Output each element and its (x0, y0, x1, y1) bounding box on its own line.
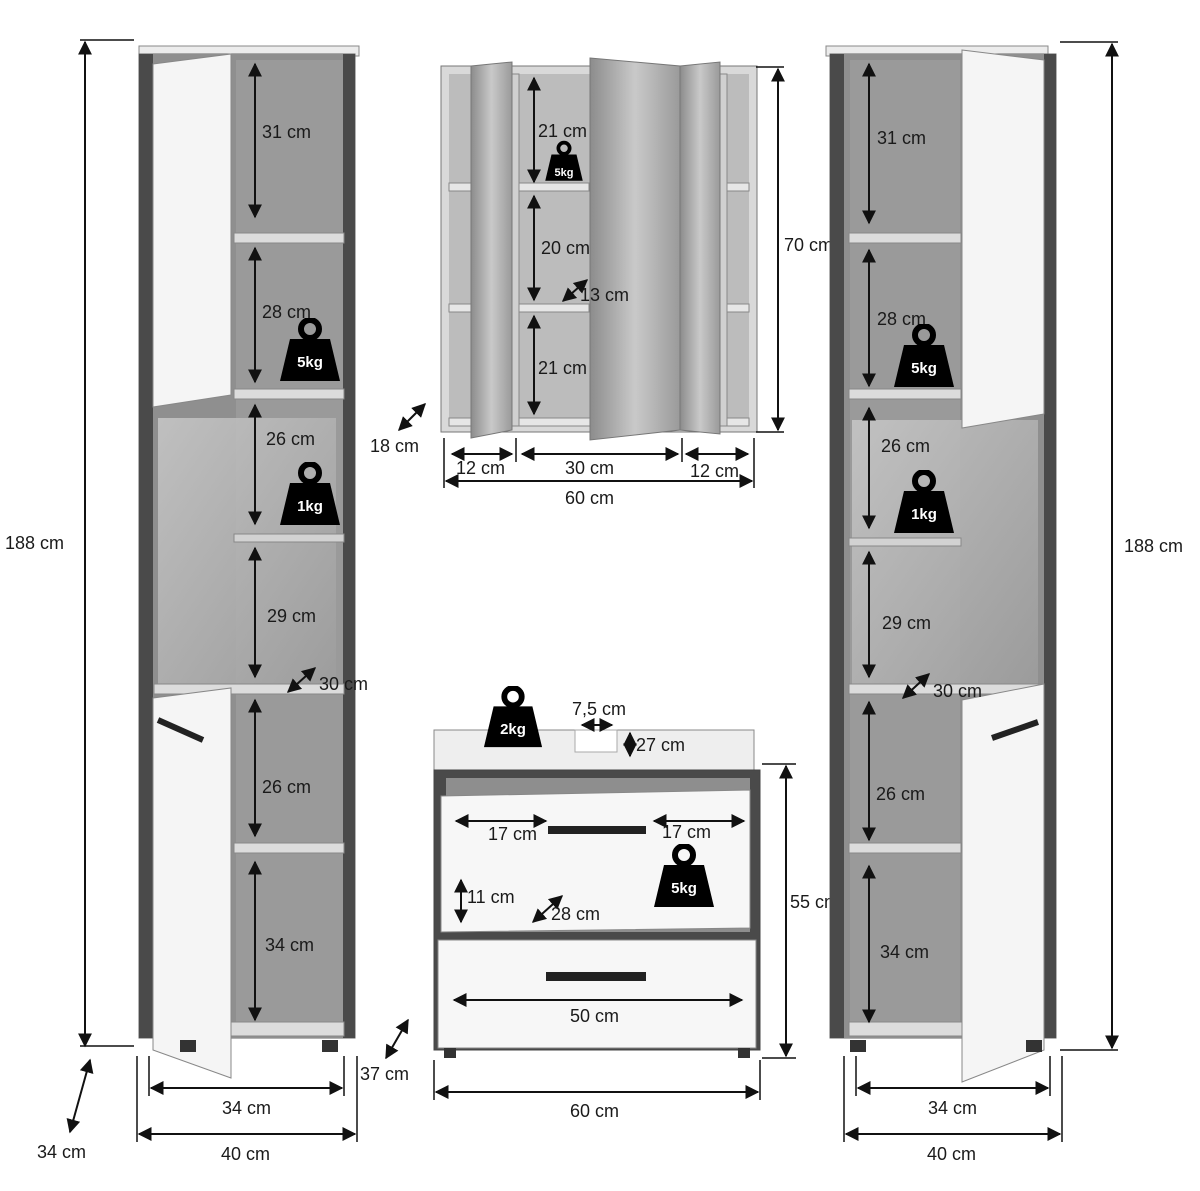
right-weight-1kg: 1kg (894, 472, 954, 533)
left-shelf-depth-label: 30 cm (319, 674, 368, 694)
left-height-label: 188 cm (5, 533, 64, 553)
mirror-cabinet-arrows (398, 66, 785, 488)
right-shelf-label-5: 26 cm (876, 784, 925, 804)
mirror-depth-label: 18 cm (370, 436, 419, 456)
left-shelf-arrows (66, 39, 358, 1142)
sink-hole-width-label: 7,5 cm (572, 699, 626, 719)
mirror-shelf-label-3: 21 cm (538, 358, 587, 378)
vanity-weight-2kg: 2kg (484, 688, 542, 747)
right-shelf-label-6: 34 cm (880, 942, 929, 962)
left-weight-5kg: 5kg (280, 320, 340, 381)
left-shelf-label-1: 31 cm (262, 122, 311, 142)
svg-text:5kg: 5kg (671, 880, 697, 897)
drawer-left-label: 17 cm (488, 824, 537, 844)
vanity-width-label: 60 cm (570, 1101, 619, 1121)
right-inner-width-label: 34 cm (928, 1098, 977, 1118)
bottom-drawer-width-label: 50 cm (570, 1006, 619, 1026)
vanity-unit-arrows (385, 718, 796, 1100)
mirror-weight-5kg: 5kg (545, 143, 583, 181)
right-outer-width-label: 40 cm (927, 1144, 976, 1164)
vanity-unit-labels: 7,5 cm 27 cm 17 cm 17 cm 11 cm 28 cm 50 … (360, 699, 839, 1121)
svg-text:1kg: 1kg (297, 498, 323, 515)
right-shelf-label-4: 29 cm (882, 613, 931, 633)
vanity-height-label: 55 cm (790, 892, 839, 912)
mirror-right-width-label: 12 cm (690, 461, 739, 481)
right-shelf-arrows (843, 41, 1119, 1142)
mirror-cabinet (440, 57, 758, 441)
drawer-right-label: 17 cm (662, 822, 711, 842)
svg-text:5kg: 5kg (555, 167, 574, 179)
svg-text:5kg: 5kg (297, 354, 323, 371)
left-shelf-label-2: 28 cm (262, 302, 311, 322)
right-shelf-labels: 31 cm 28 cm 26 cm 29 cm 26 cm 34 cm 30 c… (876, 128, 1183, 1164)
left-shelf-labels: 31 cm 28 cm 26 cm 29 cm 26 cm 34 cm 30 c… (5, 122, 368, 1164)
sink-hole-depth-label: 27 cm (636, 735, 685, 755)
mirror-center-width-label: 30 cm (565, 458, 614, 478)
vanity-depth-label: 37 cm (360, 1064, 409, 1084)
left-shelf-label-3: 26 cm (266, 429, 315, 449)
svg-text:2kg: 2kg (500, 721, 526, 738)
right-shelf-depth-label: 30 cm (933, 681, 982, 701)
svg-text:1kg: 1kg (911, 506, 937, 523)
left-tall-cabinet (138, 45, 360, 1079)
mirror-left-width-label: 12 cm (456, 458, 505, 478)
left-shelf-label-4: 29 cm (267, 606, 316, 626)
mirror-height-label: 70 cm (784, 235, 833, 255)
left-shelf-label-6: 34 cm (265, 935, 314, 955)
right-weight-5kg: 5kg (894, 326, 954, 387)
right-height-label: 188 cm (1124, 536, 1183, 556)
drawer-height-label: 11 cm (467, 887, 515, 907)
mirror-cabinet-labels: 21 cm 20 cm 21 cm 13 cm 70 cm 18 cm 12 c… (370, 121, 833, 508)
mirror-total-width-label: 60 cm (565, 488, 614, 508)
right-shelf-label-1: 31 cm (877, 128, 926, 148)
right-shelf-label-2: 28 cm (877, 309, 926, 329)
mirror-shelf-depth-label: 13 cm (580, 285, 629, 305)
right-tall-cabinet (825, 45, 1057, 1083)
drawer-depth-label: 28 cm (551, 904, 600, 924)
left-shelf-label-5: 26 cm (262, 777, 311, 797)
mirror-shelf-label-1: 21 cm (538, 121, 587, 141)
mirror-shelf-label-2: 20 cm (541, 238, 590, 258)
drawer-weight-5kg: 5kg (654, 846, 714, 907)
right-shelf-label-3: 26 cm (881, 436, 930, 456)
left-inner-width-label: 34 cm (222, 1098, 271, 1118)
left-depth-label: 34 cm (37, 1142, 86, 1162)
svg-text:5kg: 5kg (911, 360, 937, 377)
left-weight-1kg: 1kg (280, 464, 340, 525)
weight-icon (484, 688, 542, 747)
left-outer-width-label: 40 cm (221, 1144, 270, 1164)
